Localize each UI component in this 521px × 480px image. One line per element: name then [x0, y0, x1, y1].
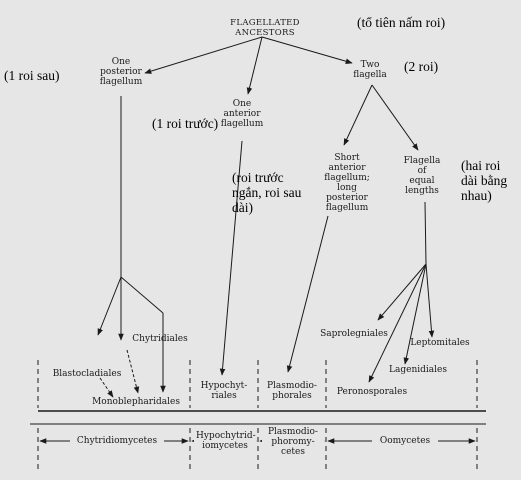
arrow-root-to-one-anterior [246, 36, 263, 95]
arrow-to-hypochytriales [219, 140, 243, 376]
note-short-long: (roi trước ngắn, roi sau dài) [232, 170, 302, 215]
order-saprolegniales: Saprolegniales [320, 329, 388, 339]
dashed-blasto-to-mono [99, 377, 114, 398]
arrow-to-leptomitales [425, 263, 435, 338]
line-to-right-branch [120, 276, 164, 314]
order-hypochytriales: Hypochyt- riales [200, 381, 248, 401]
note-one-anterior: (1 roi trước) [152, 116, 219, 131]
arrow-two-to-short-long [343, 84, 373, 146]
arrow-root-to-one-posterior [144, 36, 263, 74]
order-plasmodiophorales: Plasmodio- phorales [267, 381, 317, 401]
order-blastocladiales: Blastocladiales [52, 369, 122, 379]
branch-two-flagella: Two flagella [353, 60, 387, 80]
arrow-two-to-equal [371, 84, 419, 151]
line-equal-stem [424, 201, 427, 265]
branch-one-posterior: One posterior flagellum [99, 57, 143, 87]
branch-short-long: Short anterior flagellum; long posterior… [324, 153, 370, 213]
arrow-root-to-two [261, 36, 353, 64]
arrow-to-peronosporales [368, 263, 427, 383]
arrow-to-plasmodiophorales [286, 215, 329, 373]
note-two-flagella: (2 roi) [404, 59, 439, 74]
dashed-chytri-to-mono [126, 349, 140, 394]
class-oomycetes: Oomycetes [372, 436, 438, 446]
branch-one-anterior: One anterior flagellum [220, 99, 264, 129]
class-chytridiomycetes: Chytridiomycetes [70, 436, 164, 446]
arrow-to-blastocladiales [97, 276, 122, 336]
order-peronosporales: Peronosporales [336, 387, 408, 397]
note-one-posterior: (1 roi sau) [4, 68, 60, 83]
order-monoblepharidales: Monoblepharidales [92, 397, 180, 407]
class-hypochytridiomycetes: Hypochytrid- iomycetes [194, 431, 256, 451]
note-root: (tổ tiên nấm roi) [357, 15, 446, 30]
order-lagenidiales: Lagenidiales [389, 365, 447, 375]
arrow-to-lagenidiales [403, 263, 427, 365]
order-chytridiales: Chytridiales [132, 334, 188, 344]
note-equal: (hai roi dài bằng nhau) [461, 158, 508, 203]
arrow-to-saprolegniales [377, 263, 427, 321]
branch-equal-lengths: Flagella of equal lengths [403, 156, 441, 196]
order-leptomitales: Leptomitales [410, 338, 470, 348]
class-plasmodiophoromycetes: Plasmodio- phoromy- cetes [262, 427, 324, 457]
root-label: FLAGELLATED ANCESTORS [230, 18, 300, 38]
